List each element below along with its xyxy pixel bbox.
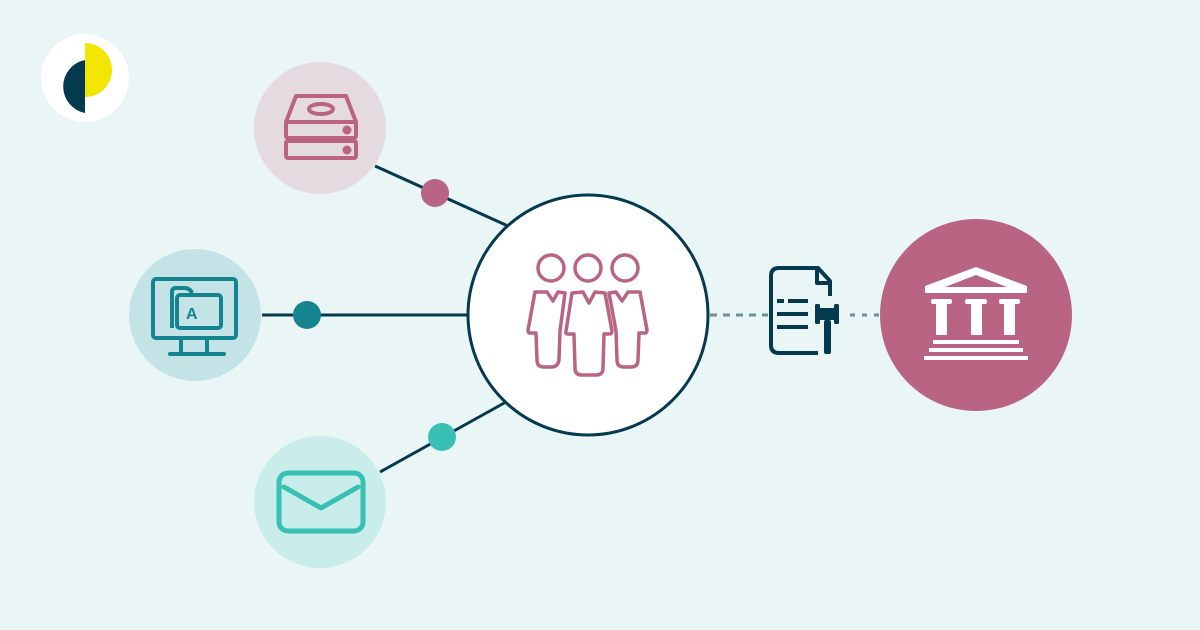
hard-drive-stack-icon [284,94,358,160]
people-hub-node[interactable] [466,193,710,437]
files-node[interactable]: A [129,249,261,381]
logo-navy-half [63,60,85,113]
legal-document-icon[interactable] [769,266,839,355]
mail-node[interactable] [254,436,386,568]
folder-label: A [186,306,198,323]
document-gavel-icon [769,266,839,355]
group-people-icon [526,253,649,377]
connector-dot-files [293,301,321,329]
connector-dot-mail [428,423,456,451]
connector-dot-storage [421,179,449,207]
court-node[interactable] [880,219,1072,411]
logo-yellow-half [85,43,112,97]
storage-node[interactable] [254,62,386,194]
courthouse-icon [924,267,1028,360]
brand-logo[interactable] [41,34,129,122]
monitor-folder-icon [151,277,238,356]
envelope-icon [276,470,366,534]
